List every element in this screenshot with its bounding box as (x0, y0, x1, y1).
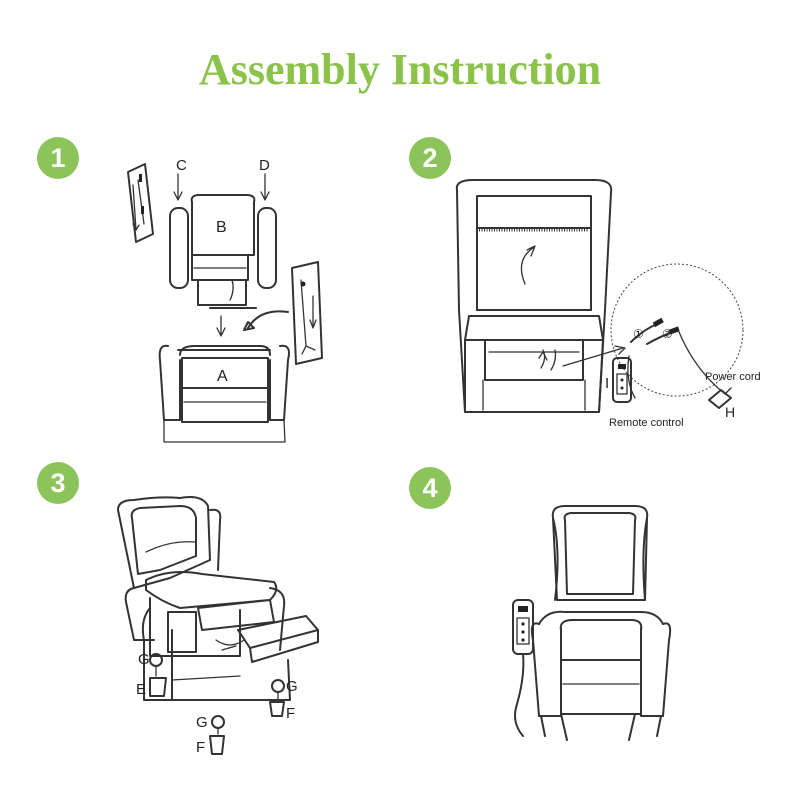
label-g-3: G (196, 714, 208, 731)
label-b: B (216, 219, 227, 236)
label-g-2: G (286, 678, 298, 695)
label-c: C (176, 157, 187, 174)
backrest-b (190, 194, 257, 309)
label-f-1: F (286, 705, 295, 722)
step-1-diagram: C D B A (127, 157, 323, 443)
label-power-cord: Power cord (705, 371, 761, 383)
step-4-badge: 4 (409, 467, 451, 509)
label-p2: ② (662, 327, 673, 341)
arm-piece-c (169, 173, 189, 289)
label-a: A (217, 368, 228, 385)
step-1-badge: 1 (37, 137, 79, 179)
label-e: E (136, 681, 146, 698)
label-remote-control: Remote control (609, 417, 684, 429)
seat-base-a (158, 344, 290, 443)
leg-f-rear (269, 679, 285, 717)
label-i: I (605, 375, 609, 392)
reclined-chair (117, 496, 319, 701)
step-4-diagram (512, 505, 672, 741)
step-2-badge: 2 (409, 137, 451, 179)
leg-f-front (209, 715, 225, 755)
remote-control-illustration (612, 357, 632, 403)
page-title: Assembly Instruction (198, 45, 602, 94)
armrest-panel-illustration (127, 163, 154, 243)
connector-detail (610, 263, 744, 399)
arm-piece-d (257, 173, 277, 289)
step-3-badge: 3 (37, 462, 79, 504)
remote-control-illustration (512, 599, 534, 737)
label-d: D (259, 157, 270, 174)
leg-e (149, 653, 167, 697)
label-f-2: F (196, 739, 205, 756)
label-p1: ① (633, 327, 644, 341)
step-2-diagram: ① ② I Remote control Power cord H (455, 179, 761, 429)
power-adapter-illustration (708, 387, 732, 409)
label-g-1: G (138, 651, 150, 668)
step-3-diagram: G E G F G F (117, 496, 319, 756)
label-h: H (725, 404, 735, 420)
recliner-back-view (455, 179, 626, 413)
bracket-detail (243, 261, 323, 365)
assembled-recliner (530, 505, 672, 741)
